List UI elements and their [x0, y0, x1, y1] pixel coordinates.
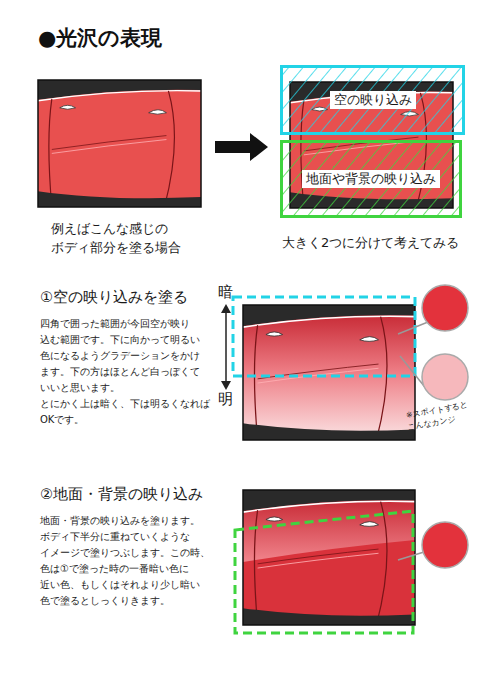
section-heading: ①空の映り込みを塗る — [40, 288, 188, 307]
panel-caption: 大きく2つに分けて考えてみる — [282, 234, 472, 252]
car-body — [38, 80, 201, 207]
block-arrow — [215, 133, 268, 161]
body-text: 地面・背景の映り込みを塗ります。 ボディ下半分に重ねていくような イメージで塗り… — [40, 513, 211, 609]
color-swatch — [422, 522, 468, 568]
car-illustration — [38, 80, 201, 207]
car-details — [243, 305, 415, 440]
arrow-head — [221, 381, 231, 390]
color-swatch — [422, 285, 468, 331]
light-marker: 明 — [218, 390, 233, 409]
body-text: 四角で囲った範囲が今回空が映り 込む範囲です。下に向かって明るい 色になるようグ… — [40, 316, 211, 428]
gradient-arrow — [225, 308, 227, 386]
split-panel: 大きく2つに分けて考えてみる空の映り込み地面や背景の映り込み — [268, 64, 467, 260]
arrow-head — [221, 304, 231, 313]
page-title: ●光沢の表現 — [38, 24, 162, 52]
car-illustration — [243, 490, 415, 625]
ground-hatching — [280, 140, 462, 218]
sky-reflection-box: 空の映り込み — [280, 65, 465, 135]
image-frame — [38, 80, 201, 207]
box-label: 地面や背景の映り込み — [302, 170, 440, 188]
box-label: 空の映り込み — [330, 91, 416, 109]
gradient-body — [243, 305, 415, 440]
ground-reflection-box: 地面や背景の映り込み — [280, 140, 462, 218]
sky-range-box — [233, 297, 415, 376]
example-panel: 例えばこんな感じの ボディ部分を塗る場合 — [37, 79, 215, 259]
gradient-body — [243, 490, 415, 625]
leader-line — [398, 552, 424, 560]
ground-range-box — [235, 511, 413, 633]
image-frame — [243, 490, 415, 625]
dark-marker: 暗 — [218, 283, 233, 302]
panel-caption: 例えばこんな感じの ボディ部分を塗る場合 — [51, 219, 201, 257]
car-details — [243, 490, 415, 625]
image-frame — [243, 305, 415, 440]
color-swatch — [422, 354, 468, 400]
car-details — [38, 80, 201, 207]
car-illustration — [243, 305, 415, 440]
leader-line — [398, 322, 428, 334]
sky-hatching — [280, 65, 465, 135]
section-heading: ②地面・背景の映り込み — [40, 485, 203, 504]
